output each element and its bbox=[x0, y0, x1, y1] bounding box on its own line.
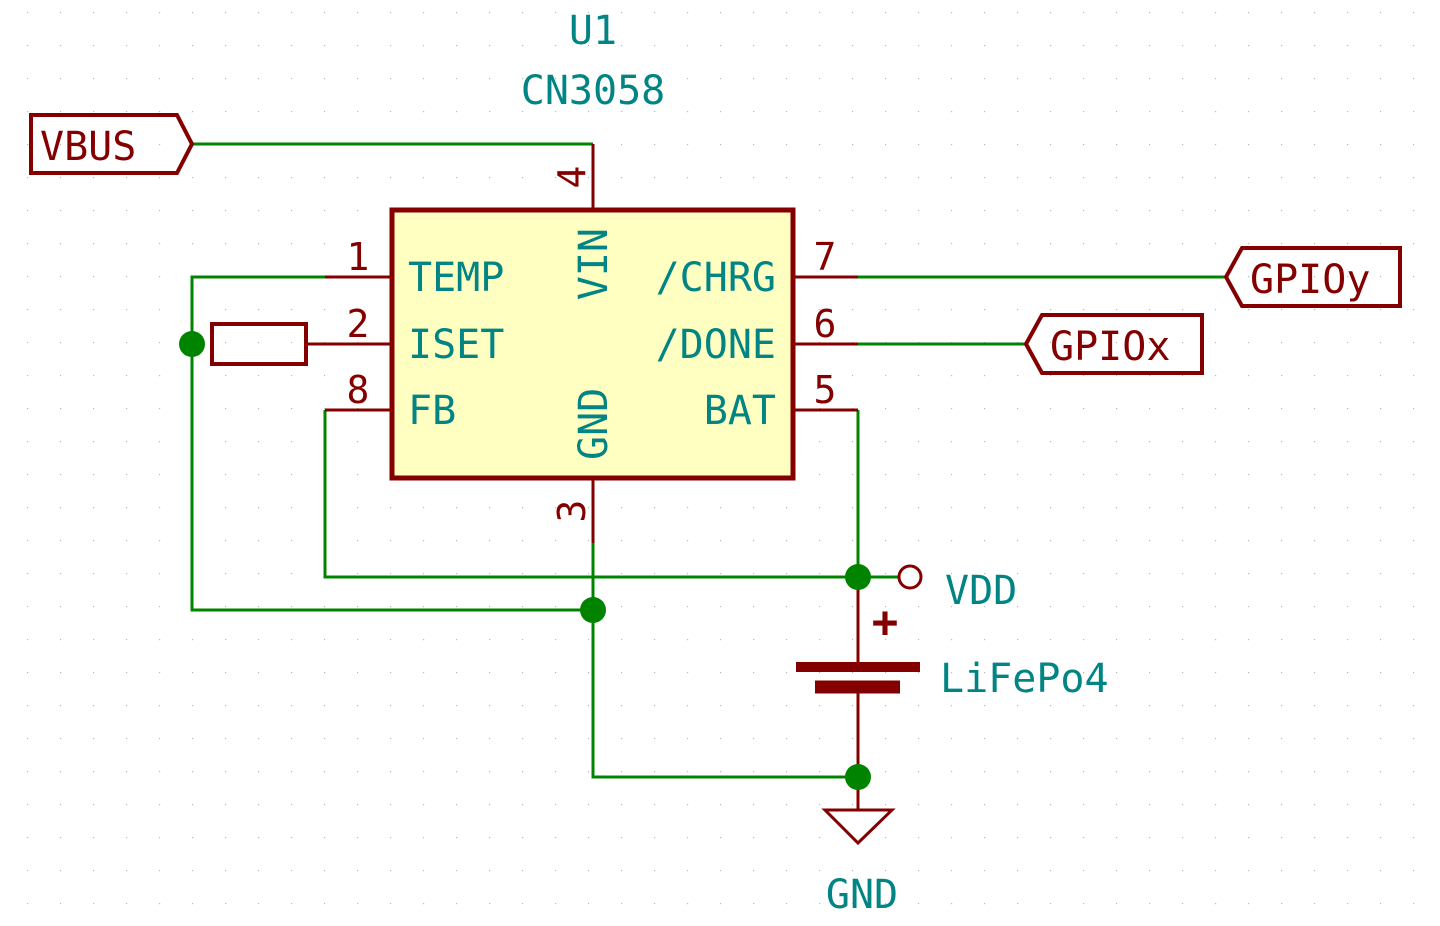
pin-number-3: 3 bbox=[550, 500, 594, 523]
pin-number-8: 8 bbox=[347, 368, 370, 412]
pin-number-7: 7 bbox=[814, 235, 837, 279]
junction-dot bbox=[845, 564, 871, 590]
pin-name-gnd: GND bbox=[571, 388, 617, 460]
pin-name-fb: FB bbox=[408, 388, 456, 434]
junction-dot bbox=[179, 331, 205, 357]
junction-dot bbox=[580, 597, 606, 623]
pin-name-bat: BAT bbox=[704, 388, 776, 434]
gnd-triangle bbox=[821, 808, 896, 846]
junctions bbox=[179, 331, 871, 790]
pin-number-1: 1 bbox=[347, 235, 370, 279]
pin-name-iset: ISET bbox=[408, 322, 504, 368]
ic-body[interactable] bbox=[389, 207, 796, 481]
wire-temp-loop bbox=[190, 275, 593, 612]
pin-name-chrg: /CHRG bbox=[656, 255, 776, 301]
label-gpiox[interactable]: GPIOx bbox=[1023, 313, 1204, 375]
pin-lines bbox=[306, 144, 860, 777]
battery-symbol[interactable]: + bbox=[796, 597, 920, 694]
vdd-flag-icon[interactable] bbox=[897, 564, 923, 590]
pin-number-5: 5 bbox=[814, 368, 837, 412]
pin-name-temp: TEMP bbox=[408, 255, 504, 301]
component-value: CN3058 bbox=[521, 68, 666, 114]
label-gpiox-text: GPIOx bbox=[1050, 324, 1170, 370]
wire-fb bbox=[323, 410, 900, 579]
battery-label: LiFePo4 bbox=[940, 656, 1109, 702]
label-gpioy[interactable]: GPIOy bbox=[1223, 246, 1402, 308]
pin-name-done: /DONE bbox=[656, 322, 776, 368]
label-gpioy-text: GPIOy bbox=[1250, 257, 1370, 303]
label-vbus-text: VBUS bbox=[40, 124, 136, 170]
label-gpiox-shape bbox=[1023, 313, 1204, 375]
resistor[interactable] bbox=[210, 322, 308, 366]
pin-name-vin: VIN bbox=[571, 228, 617, 300]
pin-number-6: 6 bbox=[814, 302, 837, 346]
label-vbus-shape bbox=[29, 113, 195, 175]
label-gpioy-shape bbox=[1223, 246, 1402, 308]
pin-number-4: 4 bbox=[550, 166, 594, 189]
gnd-label: GND bbox=[826, 872, 898, 918]
battery-polarity: + bbox=[872, 597, 899, 648]
junction-dot bbox=[845, 764, 871, 790]
pin-number-2: 2 bbox=[347, 302, 370, 346]
vdd-label: VDD bbox=[945, 568, 1017, 614]
label-vbus[interactable]: VBUS bbox=[29, 113, 195, 175]
component-ref: U1 bbox=[569, 8, 617, 54]
